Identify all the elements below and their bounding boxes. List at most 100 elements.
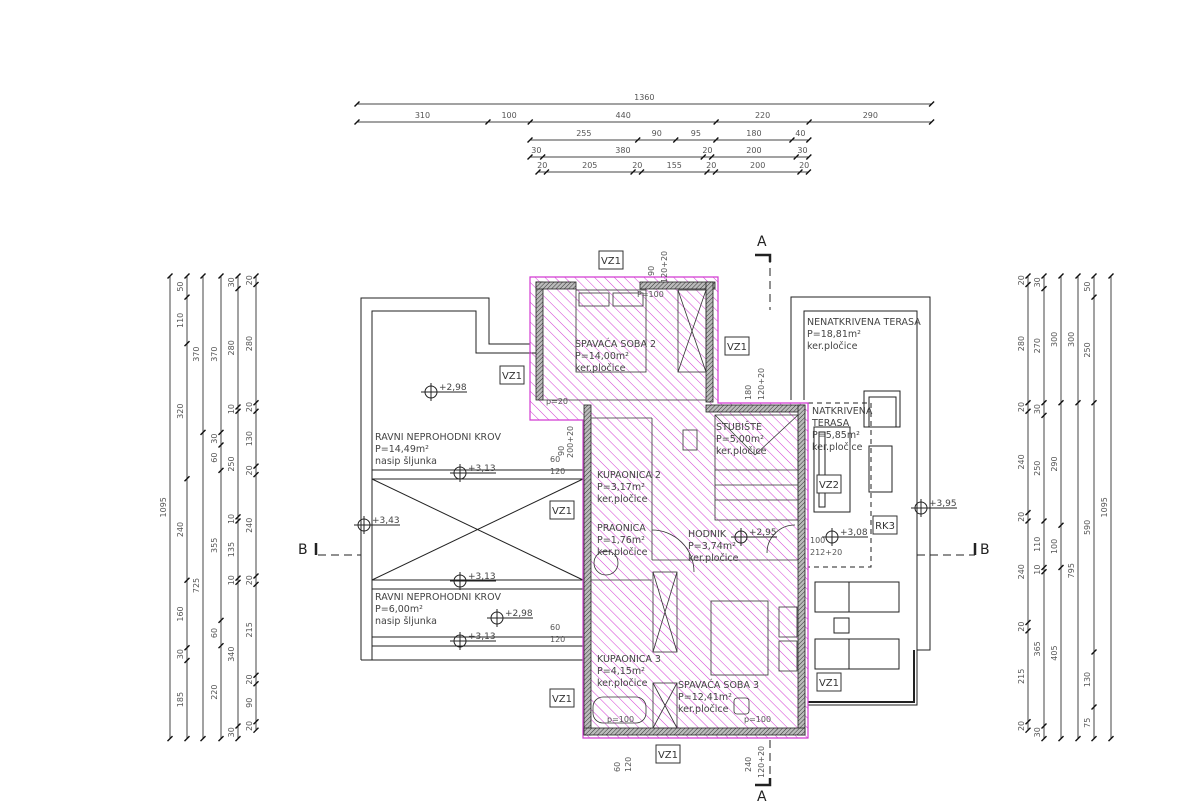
room-labels: SPAVAĆA SOBA 2P=14,00m²ker.pločiceKUPAON… <box>375 317 921 715</box>
dimension-label: 155 <box>667 161 682 170</box>
dimension-tick <box>184 657 190 664</box>
dimension-label: 20 <box>537 161 547 170</box>
opening-dim: 100 <box>810 536 825 545</box>
sill-height: p=20 <box>546 397 568 406</box>
dimension-tick <box>184 475 190 482</box>
element-tag: VZ2 <box>816 474 842 494</box>
dimension-label: 20 <box>1017 275 1026 285</box>
dimension-label: 10 <box>1033 565 1042 575</box>
dimension-tick <box>806 119 813 125</box>
section-lines <box>314 253 977 787</box>
tag-label: VZ1 <box>658 750 678 761</box>
room-name: KUPAONICA 2 <box>597 470 661 481</box>
dimension-tick <box>184 577 190 584</box>
dimension-label: 50 <box>176 281 185 291</box>
dimension-tick <box>793 154 800 160</box>
dimension-label: 240 <box>1017 564 1026 579</box>
room-area: P=18,81m² <box>807 329 861 340</box>
dimension-tick <box>805 169 812 175</box>
dimension-tick <box>1075 273 1081 279</box>
dimension-label: 20 <box>799 161 809 170</box>
dimension-label: 30 <box>531 146 541 155</box>
dimension-tick <box>1058 564 1064 571</box>
dimension-tick <box>928 119 935 125</box>
dimension-tick <box>184 735 190 742</box>
dimension-label: 30 <box>227 277 236 287</box>
dimension-tick <box>788 137 795 143</box>
dimension-label: 1360 <box>634 93 654 102</box>
dimension-tick <box>1025 408 1031 415</box>
section-b-right: B <box>980 542 990 558</box>
element-tag: VZ1 <box>549 500 575 520</box>
dimension-tick <box>1091 273 1097 279</box>
dimension-label: 90 <box>245 698 254 708</box>
element-tag: VZ1 <box>724 336 750 356</box>
opening-dim: 120 <box>624 757 633 772</box>
dimension-label: 370 <box>192 347 201 362</box>
dimension-tick <box>527 154 533 160</box>
dimension-label: 250 <box>1083 342 1092 357</box>
dimension-tick <box>1041 568 1047 575</box>
level-marker: +3,43 <box>354 516 400 534</box>
dimension-tick <box>184 644 190 651</box>
dimension-label: 20 <box>245 575 254 585</box>
dimension-label: 90 <box>652 129 662 138</box>
dimension-label: 185 <box>176 692 185 707</box>
dimension-tick <box>235 579 241 586</box>
dimension-tick <box>484 119 491 125</box>
dimension-label: 1095 <box>159 497 168 517</box>
room-area: P=5,85m² <box>812 430 860 441</box>
level-value: +2,95 <box>749 528 777 538</box>
dimension-label: 110 <box>176 313 185 328</box>
dimension-tick <box>253 727 259 734</box>
level-marker: +3,95 <box>911 499 957 517</box>
opening-dim: 120+20 <box>757 368 766 400</box>
dimension-label: 440 <box>616 111 631 120</box>
section-a-top: A <box>757 234 767 250</box>
dimension-tick <box>218 442 224 448</box>
dimension-tick <box>253 471 259 478</box>
dimension-tick <box>253 718 259 725</box>
dimension-label: 20 <box>245 721 254 731</box>
dimension-tick <box>167 735 173 742</box>
dimension-tick <box>1041 285 1047 292</box>
tag-label: VZ2 <box>819 480 839 491</box>
room-finish: nasip šljunka <box>375 616 437 627</box>
dimension-tick <box>543 169 550 175</box>
room-name: SPAVAĆA SOBA 2 <box>575 338 656 350</box>
dimension-tick <box>184 273 190 279</box>
dimension-tick <box>713 119 720 125</box>
dimension-tick <box>235 513 241 520</box>
room-finish: nasip šljunka <box>375 456 437 467</box>
dimension-tick <box>253 581 259 588</box>
room-finish: ker.pločice <box>812 442 863 453</box>
dimension-label: 370 <box>210 347 219 362</box>
dimension-tick <box>253 273 259 279</box>
dimension-label: 290 <box>1050 456 1059 471</box>
dimension-tick <box>1025 627 1031 634</box>
dimension-tick <box>235 735 241 742</box>
room-finish: ker.pločice <box>688 553 739 564</box>
dimension-tick <box>235 518 241 525</box>
opening-dim: 60 <box>550 623 560 632</box>
dimension-tick <box>638 169 645 175</box>
dimension-tick <box>235 403 241 410</box>
dimension-label: 205 <box>582 161 597 170</box>
dimension-tick <box>1058 399 1064 406</box>
room-finish: ker.pločice <box>597 547 648 558</box>
dimension-tick <box>354 119 360 125</box>
level-marker: +3,13 <box>450 632 496 650</box>
dimension-tick <box>253 408 259 415</box>
dimension-label: 95 <box>691 129 701 138</box>
room-finish: ker.pločice <box>678 704 729 715</box>
dimension-tick <box>672 137 679 143</box>
